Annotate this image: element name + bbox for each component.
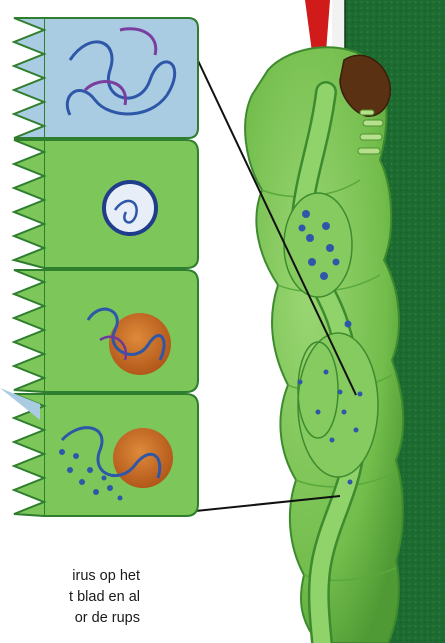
cell-panel-virus-dna [14,18,198,138]
caption-text: irus op het t blad en al or de rups [0,566,140,629]
caption-line: t blad en al [0,587,140,608]
cell-panel-virus-entering [14,140,198,268]
cell-panel-virus-replicating [14,270,198,392]
stem [305,0,330,52]
cell-panel-virus-release [0,388,198,516]
virus-particle-icon [104,182,156,234]
caterpillar [245,47,403,643]
caption-line: or de rups [0,608,140,629]
caption-line: irus op het [0,566,140,587]
